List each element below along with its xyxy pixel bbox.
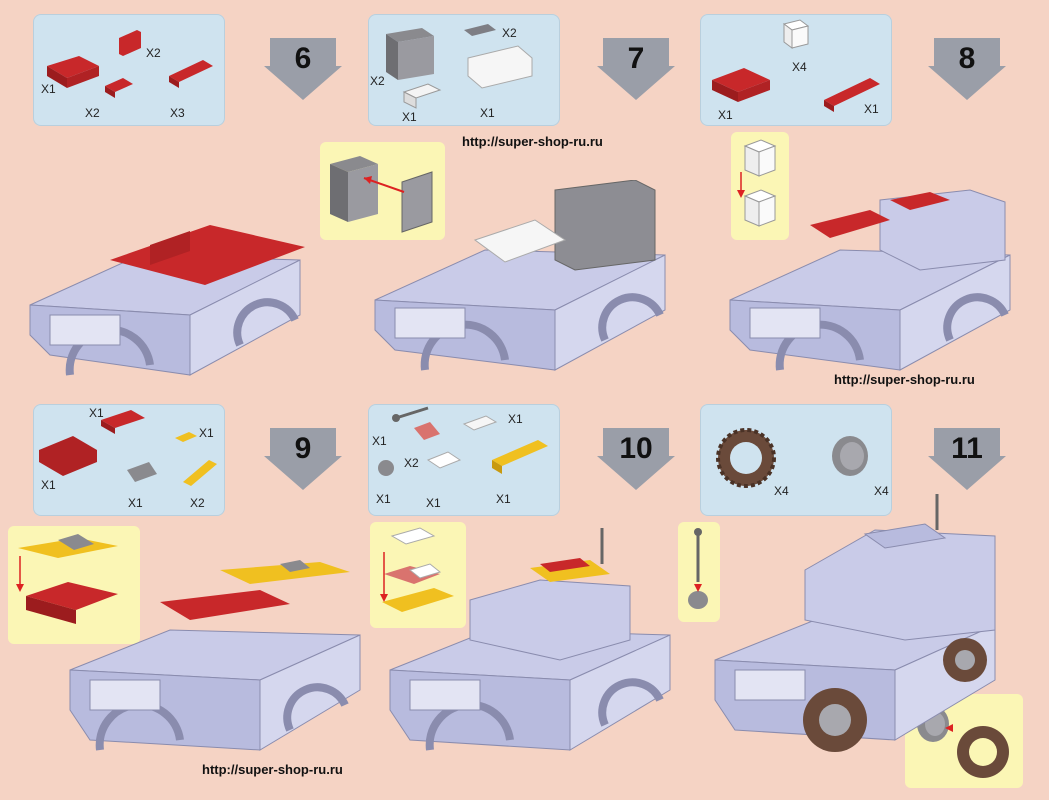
part-qty: X1 (41, 478, 56, 492)
step-8-parts-panel: X4 X1 X1 (700, 14, 892, 126)
step-8-callout (731, 132, 789, 240)
step-10-parts-illustration (378, 406, 548, 476)
part-qty: X1 (41, 82, 56, 96)
step-7-arrow: 7 (597, 38, 675, 100)
part-qty: X2 (85, 106, 100, 120)
step-number: 9 (294, 432, 312, 465)
part-qty: X4 (774, 484, 789, 498)
step-number: 11 (951, 432, 983, 465)
part-qty: X1 (718, 108, 733, 122)
part-qty: X2 (146, 46, 161, 60)
step-10-callout-a (370, 522, 466, 628)
part-qty: X1 (128, 496, 143, 510)
step-10-parts-panel: X1 X1 X2 X1 X1 X1 (368, 404, 560, 516)
part-qty: X1 (864, 102, 879, 116)
step-11-parts-panel: X4 X4 (700, 404, 892, 516)
step-number: 7 (627, 42, 645, 75)
step-number: 10 (619, 432, 653, 465)
step-9-parts-illustration (39, 410, 217, 486)
part-qty: X4 (874, 484, 889, 498)
watermark-url: http://super-shop-ru.ru (462, 134, 603, 149)
step-9-parts-panel: X1 X1 X1 X1 X2 (33, 404, 225, 516)
part-qty: X1 (508, 412, 523, 426)
step-9-arrow: 9 (264, 428, 342, 490)
step-10-arrow: 10 (597, 428, 675, 490)
step-7-callout (320, 142, 445, 240)
step-11-car-model (714, 494, 996, 752)
step-6-parts-panel: X2 X1 X2 X3 (33, 14, 225, 126)
step-9-callout (8, 526, 140, 644)
step-7-car-model (374, 180, 666, 371)
part-qty: X2 (190, 496, 205, 510)
step-11-parts-illustration (716, 428, 868, 488)
watermark-url: http://super-shop-ru.ru (202, 762, 343, 777)
part-qty: X4 (792, 60, 807, 74)
step-8-arrow: 8 (928, 38, 1006, 100)
step-10-callout-b (678, 522, 720, 622)
watermark-url: http://super-shop-ru.ru (834, 372, 975, 387)
part-qty: X1 (480, 106, 495, 120)
part-qty: X1 (89, 406, 104, 420)
step-number: 8 (958, 42, 976, 75)
step-6-parts-illustration (47, 30, 213, 98)
step-number: 6 (294, 42, 312, 75)
part-qty: X1 (376, 492, 391, 506)
step-7-parts-illustration (386, 24, 533, 109)
step-11-arrow: 11 (928, 428, 1006, 490)
step-6-car-model (29, 225, 305, 376)
part-qty: X1 (426, 496, 441, 510)
part-qty: X2 (404, 456, 419, 470)
part-qty: X1 (372, 434, 387, 448)
part-qty: X2 (370, 74, 385, 88)
part-qty: X1 (402, 110, 417, 124)
part-qty: X3 (170, 106, 185, 120)
part-qty: X1 (496, 492, 511, 506)
step-11-callout (905, 694, 1023, 788)
part-qty: X1 (199, 426, 214, 440)
step-10-car-model (389, 528, 671, 751)
step-7-parts-panel: X2 X2 X1 X1 (368, 14, 560, 126)
step-6-arrow: 6 (264, 38, 342, 100)
part-qty: X2 (502, 26, 517, 40)
step-9-car-model (69, 560, 361, 751)
step-8-car-model (729, 189, 1011, 371)
step-8-parts-illustration (712, 19, 880, 112)
